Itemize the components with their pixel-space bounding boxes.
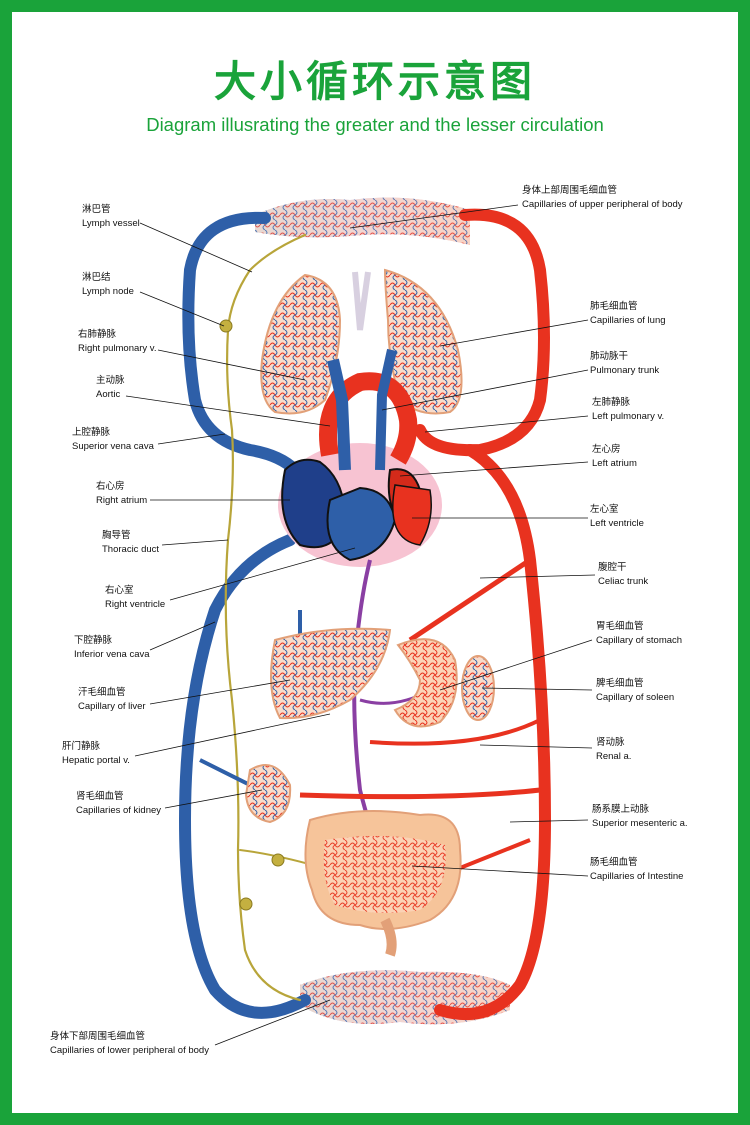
heart — [278, 348, 442, 567]
leader-lines — [125, 204, 596, 1046]
title-english: Diagram illusrating the greater and the … — [146, 114, 604, 135]
lymph-node-middle — [271, 853, 285, 867]
stomach — [393, 638, 458, 728]
lungs — [260, 268, 463, 415]
intestine — [304, 810, 462, 957]
lymph-node-upper — [219, 319, 233, 333]
systemic-loops — [178, 208, 552, 1021]
liver — [270, 627, 392, 720]
kidney — [244, 764, 292, 824]
upper-capillary-bed — [255, 197, 470, 245]
title-chinese: 大小循环示意图 — [213, 57, 536, 106]
lymph-node-lower — [239, 897, 253, 911]
